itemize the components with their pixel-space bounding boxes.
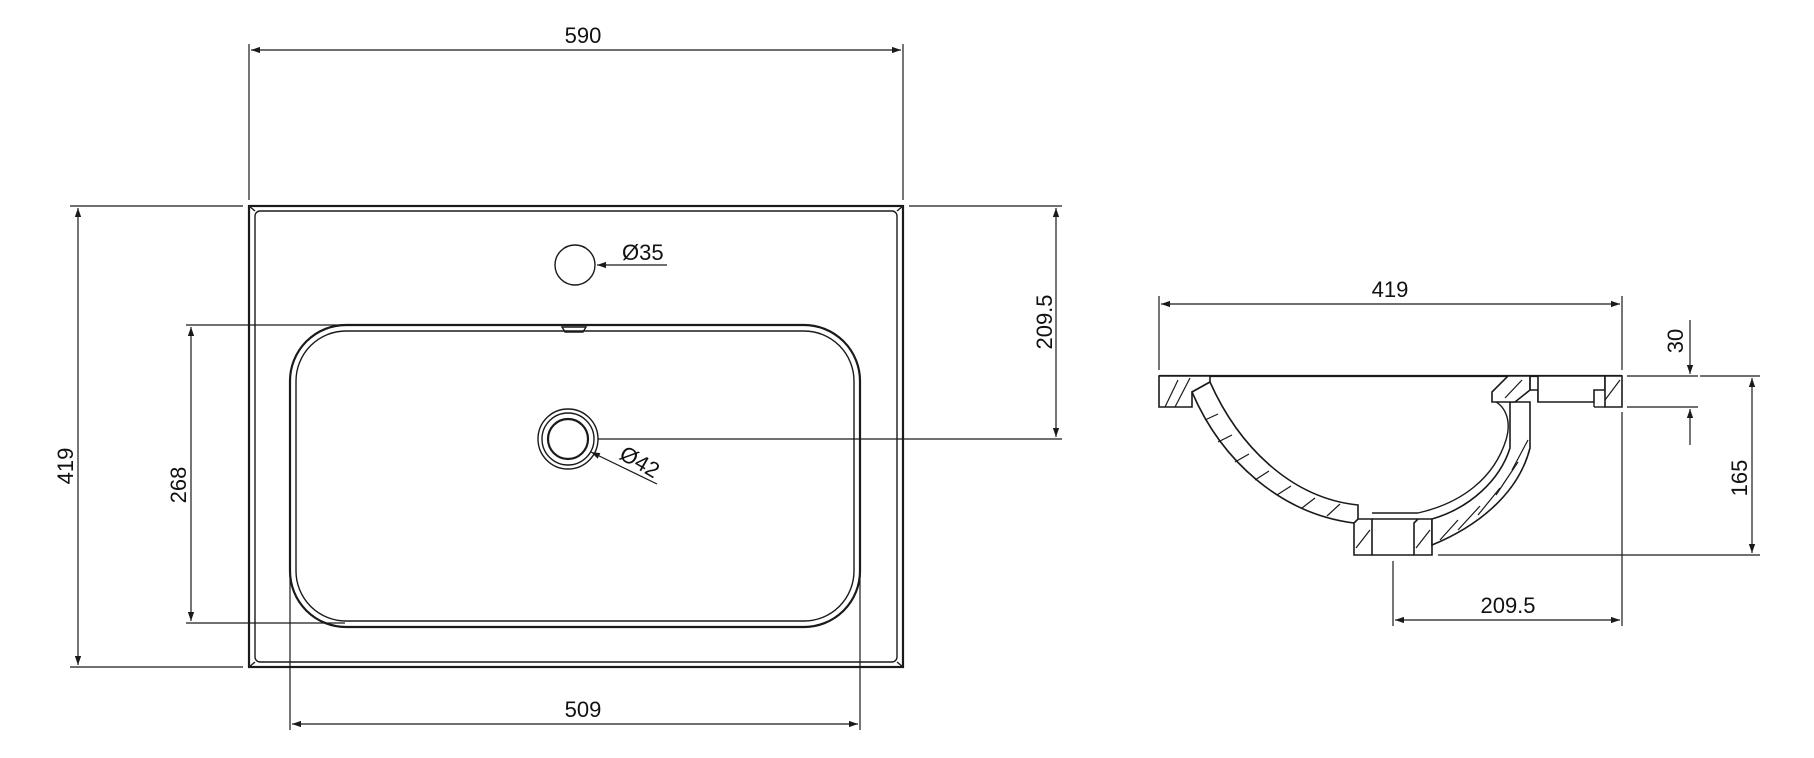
section-right-wall bbox=[1431, 401, 1531, 547]
leader-tap-diameter: Ø35 bbox=[597, 240, 667, 269]
total-height-label: 165 bbox=[1727, 460, 1752, 497]
tap-diameter-label: Ø35 bbox=[622, 240, 664, 265]
drain-diameter-label: Ø42 bbox=[616, 441, 665, 483]
tap-hole bbox=[554, 244, 596, 286]
section-depth-label: 419 bbox=[1372, 277, 1409, 302]
overall-width-label: 590 bbox=[565, 23, 602, 48]
dim-section-depth: 419 bbox=[1158, 277, 1623, 370]
leader-drain-diameter: Ø42 bbox=[590, 441, 665, 485]
dim-basin-width: 509 bbox=[289, 540, 861, 730]
rim-thickness-label: 30 bbox=[1663, 329, 1688, 353]
drain-offset-label: 209.5 bbox=[1480, 593, 1535, 618]
dim-rim-thickness: 30 bbox=[1627, 320, 1698, 445]
dim-overall-depth: 419 bbox=[53, 205, 243, 668]
dim-tap-offset: 209.5 bbox=[598, 205, 1062, 440]
dim-drain-offset: 209.5 bbox=[1392, 412, 1623, 626]
overall-depth-label: 419 bbox=[53, 448, 78, 485]
basin-outline-outer bbox=[247, 204, 905, 669]
bowl-outline-inner bbox=[295, 330, 855, 622]
section-right-rim bbox=[1491, 375, 1531, 403]
bowl-outline-outer bbox=[288, 323, 862, 629]
section-drain-outlet bbox=[1353, 518, 1373, 556]
section-right-lip bbox=[1537, 375, 1606, 403]
basin-outline-inner bbox=[254, 210, 898, 663]
dim-basin-depth: 268 bbox=[166, 324, 345, 624]
section-view: 419 30 165 209.5 bbox=[1158, 277, 1760, 626]
basin-width-label: 509 bbox=[565, 697, 602, 722]
plan-view: 590 419 268 509 209.5 bbox=[53, 23, 1062, 730]
section-left-wall bbox=[1190, 380, 1359, 524]
dim-overall-width: 590 bbox=[248, 23, 904, 200]
basin-depth-label: 268 bbox=[166, 467, 191, 504]
drain bbox=[537, 408, 599, 470]
dim-total-height: 165 bbox=[1438, 375, 1760, 556]
tap-offset-label: 209.5 bbox=[1032, 294, 1057, 349]
